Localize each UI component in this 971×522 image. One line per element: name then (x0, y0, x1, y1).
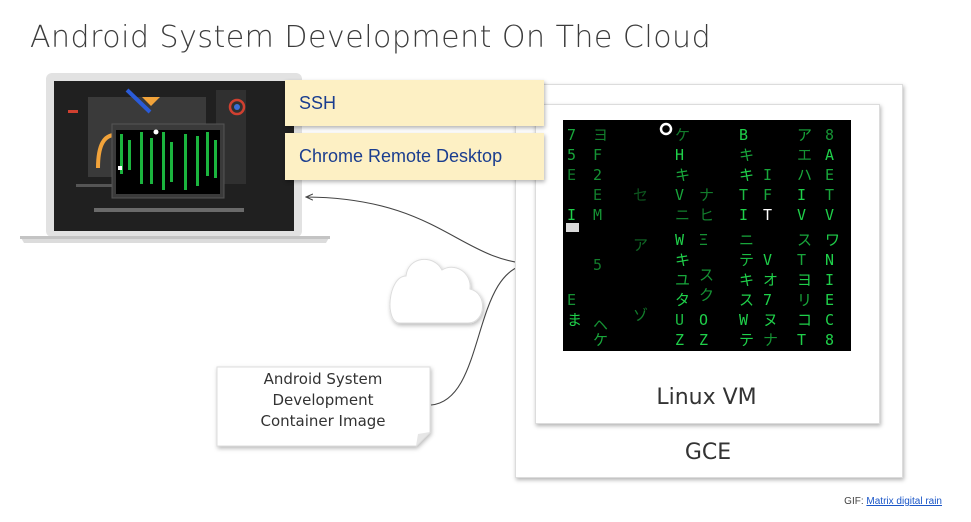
svg-text:I: I (797, 186, 806, 204)
svg-text:E: E (567, 291, 576, 309)
svg-text:M: M (593, 206, 602, 224)
svg-text:I: I (739, 206, 748, 224)
svg-text:H: H (675, 146, 684, 164)
svg-text:T: T (763, 206, 772, 224)
svg-text:オ: オ (763, 271, 778, 289)
svg-text:E: E (567, 166, 576, 184)
svg-text:ケ: ケ (675, 126, 690, 144)
svg-text:E: E (825, 291, 834, 309)
svg-text:T: T (825, 186, 834, 204)
matrix-digital-rain-link[interactable]: Matrix digital rain (866, 496, 942, 507)
svg-text:I: I (825, 271, 834, 289)
svg-text:ゾ: ゾ (633, 306, 648, 324)
svg-text:N: N (825, 251, 834, 269)
svg-text:U: U (675, 311, 684, 329)
svg-text:ク: ク (699, 286, 714, 304)
svg-text:Ξ: Ξ (699, 231, 708, 249)
svg-text:E: E (825, 166, 834, 184)
svg-text:I: I (763, 166, 772, 184)
svg-text:ヘ: ヘ (593, 316, 608, 334)
svg-text:キ: キ (675, 166, 690, 184)
gif-credit-prefix: GIF: (844, 496, 867, 507)
svg-text:5: 5 (593, 256, 602, 274)
svg-text:ナ: ナ (763, 331, 778, 349)
svg-text:Z: Z (699, 331, 708, 349)
container-image-line-1: Android System (263, 370, 383, 388)
svg-text:2: 2 (593, 166, 602, 184)
container-image-line-2: Development (272, 391, 374, 409)
svg-text:F: F (763, 186, 772, 204)
svg-text:A: A (825, 146, 834, 164)
svg-text:W: W (739, 311, 749, 329)
svg-text:8: 8 (825, 331, 834, 349)
svg-text:W: W (675, 231, 685, 249)
svg-text:セ: セ (633, 186, 648, 204)
svg-text:V: V (825, 206, 834, 224)
svg-text:F: F (593, 146, 602, 164)
svg-text:キ: キ (739, 271, 754, 289)
svg-text:ヌ: ヌ (763, 311, 778, 329)
connector-laptop-to-vm (306, 197, 534, 264)
svg-text:8: 8 (825, 126, 834, 144)
svg-text:ナ: ナ (699, 186, 714, 204)
cloud-icon (389, 258, 483, 324)
svg-text:ま: ま (567, 311, 582, 329)
svg-text:V: V (763, 251, 772, 269)
svg-text:タ: タ (675, 291, 690, 309)
svg-text:ヒ: ヒ (699, 206, 714, 224)
svg-text:テ: テ (739, 251, 754, 269)
svg-text:キ: キ (675, 251, 690, 269)
svg-text:ワ: ワ (825, 231, 840, 249)
svg-text:エ: エ (797, 146, 812, 164)
svg-text:ス: ス (797, 231, 812, 249)
svg-text:O: O (699, 311, 708, 329)
svg-text:V: V (797, 206, 806, 224)
svg-text:キ: キ (739, 146, 754, 164)
chrome-remote-desktop-note-label: Chrome Remote Desktop (299, 146, 503, 166)
svg-text:ヨ: ヨ (797, 271, 812, 289)
svg-text:テ: テ (739, 331, 754, 349)
container-image-line-3: Container Image (260, 412, 386, 430)
svg-text:ア: ア (633, 236, 648, 254)
svg-text:ニ: ニ (739, 231, 754, 249)
svg-text:7: 7 (567, 126, 576, 144)
document-icon (216, 366, 431, 447)
svg-text:ニ: ニ (675, 206, 690, 224)
svg-text:ス: ス (699, 266, 714, 284)
laptop-icon (20, 73, 330, 243)
gif-credit: GIF: Matrix digital rain (844, 496, 942, 507)
svg-text:キ: キ (739, 166, 754, 184)
svg-text:ア: ア (797, 126, 812, 144)
svg-text:ユ: ユ (675, 271, 690, 289)
page-title: Android System Development On The Cloud (30, 20, 712, 55)
gce-label: GCE (684, 440, 732, 465)
svg-text:ヨ: ヨ (593, 126, 608, 144)
connector-image-to-vm (430, 263, 535, 406)
svg-text:ス: ス (739, 291, 754, 309)
svg-text:I: I (567, 206, 576, 224)
svg-text:ハ: ハ (797, 166, 812, 184)
svg-text:C: C (825, 311, 834, 329)
svg-text:T: T (797, 251, 806, 269)
svg-text:Z: Z (675, 331, 684, 349)
linux-vm-label: Linux VM (656, 385, 757, 410)
svg-text:T: T (739, 186, 748, 204)
svg-text:E: E (593, 186, 602, 204)
svg-text:リ: リ (797, 291, 812, 309)
matrix-rain-graphic: 75E IEま ヨF2 EM5 ヘケ セアゾ ケHキ VニW キユタ UZ ナヒ… (566, 122, 840, 349)
ssh-note: SSH (285, 80, 544, 126)
svg-text:B: B (739, 126, 748, 144)
ssh-note-label: SSH (299, 92, 337, 113)
svg-text:コ: コ (797, 311, 812, 329)
svg-text:T: T (797, 331, 806, 349)
svg-text:7: 7 (763, 291, 772, 309)
container-image-label: Android System Development Container Ima… (222, 369, 424, 432)
svg-text:V: V (675, 186, 684, 204)
svg-text:5: 5 (567, 146, 576, 164)
svg-text:ケ: ケ (593, 331, 608, 349)
chrome-remote-desktop-note: Chrome Remote Desktop (285, 133, 544, 180)
